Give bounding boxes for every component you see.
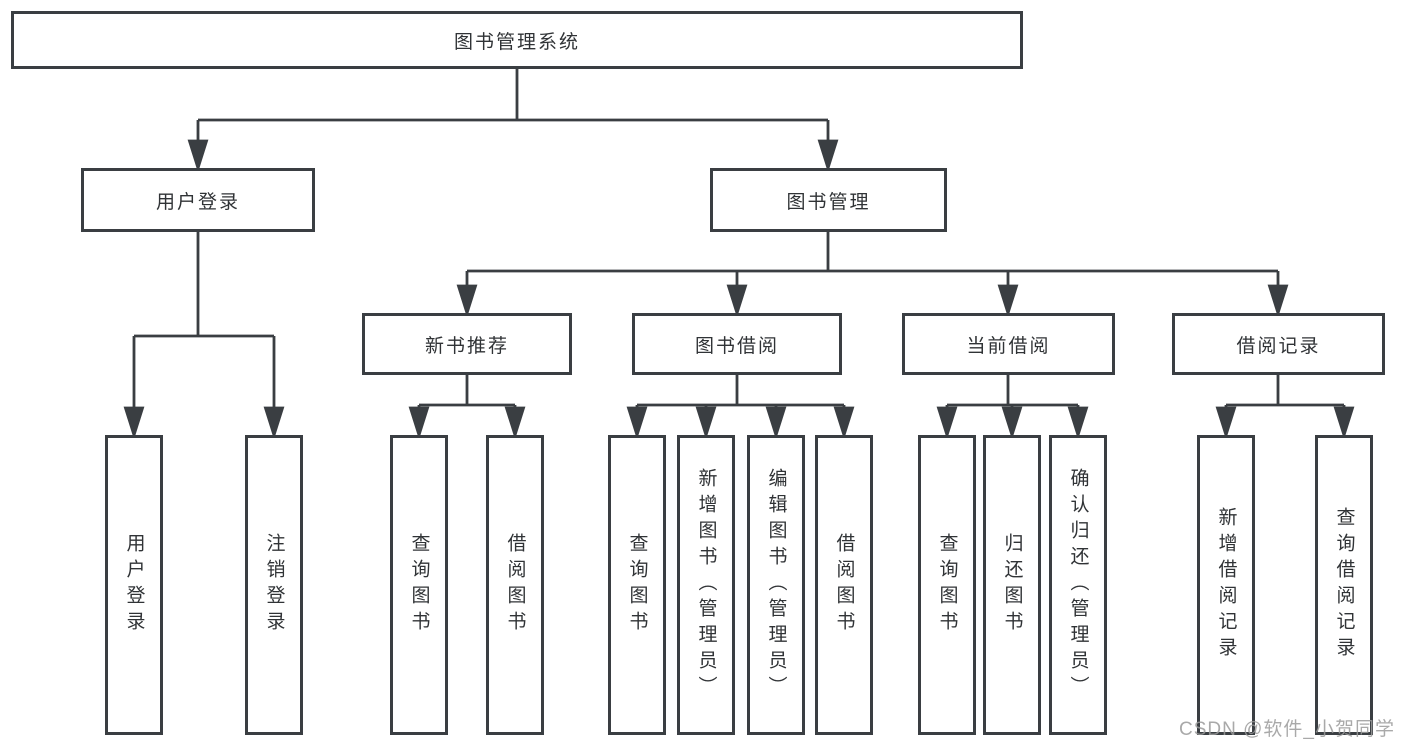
- leaf-query-books-borrow: 查询图书: [608, 435, 666, 735]
- node-borrow-records-label: 借阅记录: [1236, 335, 1321, 357]
- watermark: CSDN @软件_小贺同学: [1179, 719, 1395, 740]
- leaf-user-login: 用户登录: [105, 435, 163, 735]
- leaf-query-books-recommend: 查询图书: [390, 435, 448, 735]
- leaf-add-borrow-record: 新增借阅记录: [1197, 435, 1255, 735]
- leaf-borrow-books-recommend: 借阅图书: [486, 435, 544, 735]
- leaf-borrow-books: 借阅图书: [815, 435, 873, 735]
- leaf-logout-label: 注销登录: [263, 533, 285, 637]
- leaf-query-books-recommend-label: 查询图书: [408, 533, 430, 637]
- leaf-confirm-return-admin: 确认归还（管理员）: [1049, 435, 1107, 735]
- node-current-borrow: 当前借阅: [902, 313, 1115, 375]
- leaf-query-books-current: 查询图书: [918, 435, 976, 735]
- leaf-borrow-books-recommend-label: 借阅图书: [504, 533, 526, 637]
- leaf-edit-books-admin-label: 编辑图书（管理员）: [765, 468, 787, 702]
- node-book-borrow: 图书借阅: [632, 313, 842, 375]
- leaf-query-books-borrow-label: 查询图书: [626, 533, 648, 637]
- leaf-query-borrow-record: 查询借阅记录: [1315, 435, 1373, 735]
- leaf-add-books-admin-label: 新增图书（管理员）: [695, 468, 717, 702]
- node-user-login: 用户登录: [81, 168, 315, 232]
- leaf-return-books: 归还图书: [983, 435, 1041, 735]
- leaf-query-borrow-record-label: 查询借阅记录: [1333, 507, 1355, 663]
- leaf-add-books-admin: 新增图书（管理员）: [677, 435, 735, 735]
- node-root-label: 图书管理系统: [453, 31, 580, 53]
- leaf-logout: 注销登录: [245, 435, 303, 735]
- node-user-login-label: 用户登录: [155, 191, 240, 213]
- node-new-book-recommend-label: 新书推荐: [424, 335, 509, 357]
- leaf-query-books-current-label: 查询图书: [936, 533, 958, 637]
- node-book-management-label: 图书管理: [786, 191, 871, 213]
- node-new-book-recommend: 新书推荐: [362, 313, 572, 375]
- leaf-confirm-return-admin-label: 确认归还（管理员）: [1067, 468, 1089, 702]
- node-book-management: 图书管理: [710, 168, 947, 232]
- node-current-borrow-label: 当前借阅: [966, 335, 1051, 357]
- leaf-user-login-label: 用户登录: [123, 533, 145, 637]
- leaf-add-borrow-record-label: 新增借阅记录: [1215, 507, 1237, 663]
- node-book-borrow-label: 图书借阅: [694, 335, 779, 357]
- node-borrow-records: 借阅记录: [1172, 313, 1385, 375]
- node-root: 图书管理系统: [11, 11, 1023, 69]
- leaf-borrow-books-label: 借阅图书: [833, 533, 855, 637]
- leaf-edit-books-admin: 编辑图书（管理员）: [747, 435, 805, 735]
- leaf-return-books-label: 归还图书: [1001, 533, 1023, 637]
